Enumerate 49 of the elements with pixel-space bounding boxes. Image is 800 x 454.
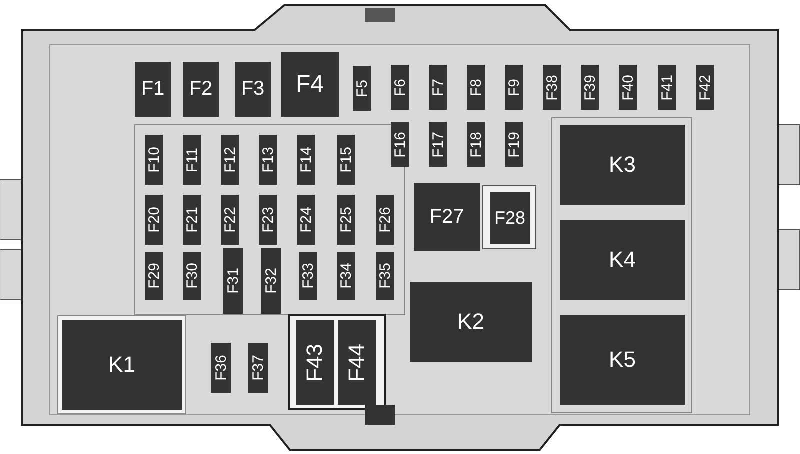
fuse: F17 [429,122,447,167]
fuse: F18 [467,122,485,167]
fuse: F26 [376,195,394,245]
fuse: F20 [145,195,163,245]
fuse: F25 [337,195,355,245]
fuse: F22 [221,195,239,245]
fuse: F6 [391,65,409,110]
fuse: F14 [297,135,315,185]
fuse: F2 [183,62,219,117]
relay: K5 [560,315,685,405]
fuse: F32 [261,248,281,314]
fuse: F21 [183,195,201,245]
fuse: F19 [505,122,523,167]
fuse: F40 [619,65,637,110]
fuse: F28 [490,192,530,244]
relay: K1 [62,320,182,410]
fuse: F35 [376,252,394,300]
fuse: F13 [259,135,277,185]
fuse: F41 [658,65,676,110]
fuse: F27 [414,183,480,251]
fuse: F31 [223,248,243,314]
relay: K2 [410,282,532,362]
fuse: F4 [281,52,339,117]
fuse: F24 [297,195,315,245]
fuse: F5 [353,66,371,111]
fuse: F3 [235,62,271,117]
fuse: F34 [337,252,355,300]
fuse: F7 [429,65,447,110]
relay: K3 [560,125,685,205]
fuse: F1 [135,62,171,117]
fuse: F29 [145,252,163,300]
fuse: F10 [145,135,163,185]
fuse: F9 [505,65,523,110]
fuse: F38 [543,65,561,110]
fuse: F33 [299,252,317,300]
fuse: F36 [211,343,231,393]
fuse: F30 [183,252,201,300]
fuse: F12 [221,135,239,185]
fuse: F15 [337,135,355,185]
fuse: F23 [259,195,277,245]
fuse: F11 [183,135,201,185]
fuse: F43 [296,320,334,405]
fuse: F16 [391,122,409,167]
fuse: F37 [248,343,268,393]
fuse: F8 [467,65,485,110]
fuse: F42 [696,65,714,110]
relay: K4 [560,220,685,300]
fuse: F39 [581,65,599,110]
fuse: F44 [338,320,376,405]
